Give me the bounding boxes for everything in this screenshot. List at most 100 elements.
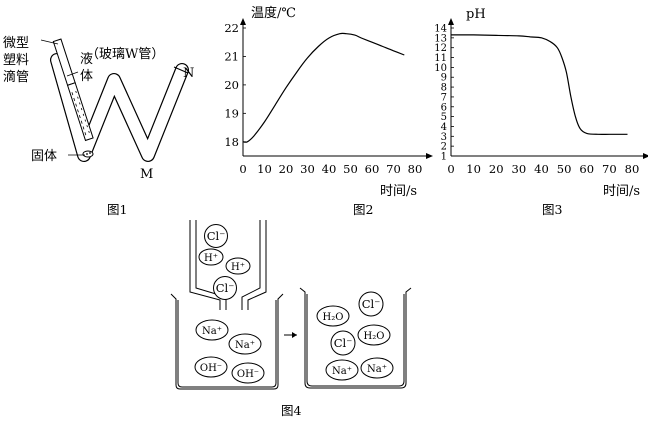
ion-label: Cl⁻ <box>334 336 353 350</box>
y-tick-label: 10 <box>434 63 447 74</box>
ion-cl-right-1: Cl⁻ <box>330 330 356 356</box>
figure4-caption: 图4 <box>281 403 302 418</box>
temperature-chart-axes <box>240 18 433 159</box>
ion-na-right-2: Na⁺ <box>360 357 394 379</box>
micro-dropper <box>52 38 94 142</box>
y-tick-label: 20 <box>224 78 239 92</box>
figure1-caption: 图1 <box>107 202 127 217</box>
ion-label: Na⁺ <box>202 326 222 337</box>
ion-label: H⁺ <box>204 253 218 264</box>
y-axis-arrow <box>448 18 454 25</box>
y-tick-label: 6 <box>441 102 447 113</box>
x-tick-label: 0 <box>447 162 454 176</box>
liquid-label-line-2: 体 <box>80 69 93 84</box>
x-tick-label: 80 <box>408 162 423 176</box>
ion-label: H⁺ <box>231 262 245 273</box>
y-tick-label: 3 <box>441 132 447 143</box>
x-tick-label: 70 <box>386 162 401 176</box>
x-axis-arrow <box>426 153 433 159</box>
acid-dropper <box>189 220 267 310</box>
ph-chart-ylabel: pH <box>466 7 486 22</box>
point-m-label: M <box>140 167 153 182</box>
ion-label: OH⁻ <box>237 369 259 380</box>
y-tick-label: 22 <box>224 21 239 35</box>
ion-h-dropper-2: H⁺ <box>225 257 251 275</box>
ion-cl-dropper-1: Cl⁻ <box>204 224 228 248</box>
figure3-caption: 图3 <box>542 202 563 217</box>
ion-label: Na⁺ <box>332 366 352 377</box>
x-tick-label: 20 <box>279 162 294 176</box>
x-tick-label: 40 <box>322 162 337 176</box>
x-tick-label: 80 <box>625 162 640 176</box>
y-tick-label: 11 <box>434 53 447 64</box>
ion-na-left-1: Na⁺ <box>195 319 229 341</box>
ph-series-line <box>450 34 628 135</box>
figure2-caption: 图2 <box>353 202 373 217</box>
y-tick-label: 7 <box>441 92 447 103</box>
solid-label: 固体 <box>31 149 57 164</box>
y-tick-label: 8 <box>441 83 447 94</box>
x-tick-label: 20 <box>489 162 504 176</box>
ion-oh-left-1: OH⁻ <box>194 356 228 378</box>
y-tick-label: 18 <box>224 135 239 149</box>
x-tick-label: 60 <box>579 162 594 176</box>
ion-cl-right-2: Cl⁻ <box>358 291 384 317</box>
ion-label: Cl⁻ <box>216 281 235 295</box>
ion-h-dropper-1: H⁺ <box>198 248 224 266</box>
y-tick-label: 12 <box>434 43 447 54</box>
dropper-label-line-1: 微型 <box>3 36 29 51</box>
molecule-h2o-right-1: H₂O <box>316 305 350 327</box>
ion-cl-dropper-2: Cl⁻ <box>213 276 237 300</box>
reaction-arrow <box>284 332 297 338</box>
figure4-ion-diagram: Cl⁻ H⁺ H⁺ Cl⁻ Na⁺ Na⁺ OH⁻ OH⁻ <box>170 220 412 418</box>
x-tick-label: 50 <box>557 162 572 176</box>
x-tick-label: 60 <box>365 162 380 176</box>
y-tick-label: 2 <box>441 142 447 153</box>
x-axis-arrow <box>643 153 648 159</box>
molecule-h2o-right-2: H₂O <box>357 324 391 346</box>
y-tick-label: 19 <box>224 106 239 120</box>
ion-na-left-2: Na⁺ <box>228 333 262 355</box>
y-tick-label: 21 <box>224 49 239 63</box>
y-axis-arrow <box>240 18 246 25</box>
liquid-label-line-1: 液 <box>80 52 93 67</box>
x-tick-label: 10 <box>466 162 481 176</box>
dropper-label-line-3: 滴管 <box>3 69 29 85</box>
point-n-label: N <box>183 66 194 81</box>
y-tick-label: 5 <box>441 112 447 123</box>
w-tube-label: （玻璃W管） <box>86 47 164 62</box>
temperature-chart-ylabel: 温度/℃ <box>251 5 296 21</box>
figure1-w-tube: 微型 塑料 滴管 液 体 （玻璃W管） 固体 N M 图1 <box>3 36 194 217</box>
dropper-label-line-2: 塑料 <box>3 53 29 68</box>
temperature-chart-ticks: 0 10 20 30 40 50 60 70 80 18 19 20 21 22 <box>224 21 422 176</box>
left-beaker <box>170 293 284 390</box>
y-tick-label: 13 <box>434 33 447 44</box>
temperature-series-line <box>242 32 405 143</box>
x-tick-label: 30 <box>512 162 527 176</box>
ion-label: Na⁺ <box>235 340 255 351</box>
solid-pellet <box>82 150 94 158</box>
x-tick-label: 70 <box>602 162 617 176</box>
x-tick-label: 30 <box>300 162 315 176</box>
x-tick-label: 10 <box>257 162 272 176</box>
y-tick-label: 14 <box>434 24 447 35</box>
temperature-chart-xlabel: 时间/s <box>380 184 417 199</box>
ion-label: H₂O <box>323 312 344 323</box>
ion-label: Cl⁻ <box>207 229 226 243</box>
ion-label: OH⁻ <box>200 363 222 374</box>
ion-na-right-1: Na⁺ <box>325 359 359 381</box>
x-tick-label: 0 <box>239 162 246 176</box>
ion-label: Na⁺ <box>367 364 387 375</box>
x-tick-label: 50 <box>343 162 358 176</box>
y-tick-label: 4 <box>441 122 447 133</box>
right-beaker <box>299 287 412 389</box>
y-tick-label: 9 <box>441 73 447 84</box>
y-tick-label: 1 <box>441 152 447 163</box>
x-tick-label: 40 <box>534 162 549 176</box>
ion-label: Cl⁻ <box>362 297 381 311</box>
ion-label: H₂O <box>364 331 385 342</box>
temperature-chart: 0 10 20 30 40 50 60 70 80 18 19 20 21 22 温度/℃ 时间/s 图2 <box>224 5 433 217</box>
